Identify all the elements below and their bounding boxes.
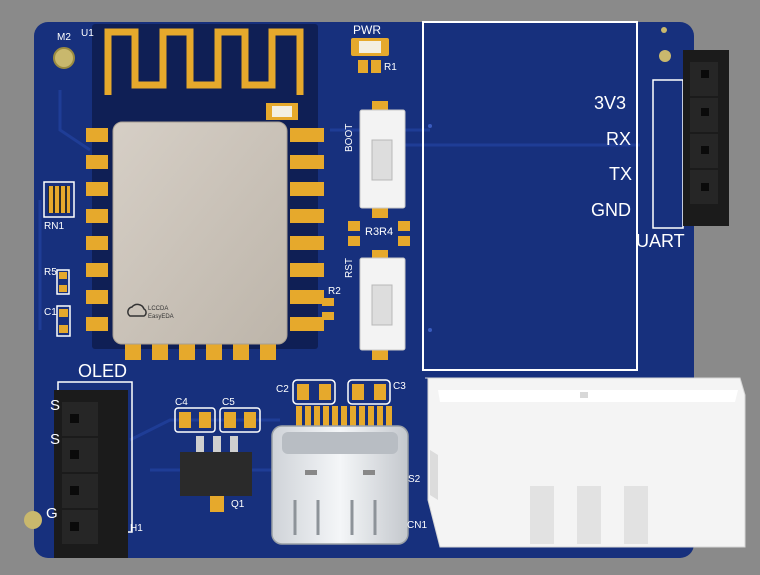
resistor-r2 [322,298,334,306]
uart-label: UART [636,231,685,251]
label-c4: C4 [175,397,188,408]
regulator-q1 [180,436,252,512]
uart-pin-gnd: GND [591,200,631,220]
resistor-network-rn1 [43,181,75,218]
module-pads-bottom [125,340,276,360]
uart-pin-tx: TX [609,164,632,184]
label-r1: R1 [384,62,397,73]
label-pwr: PWR [353,23,381,37]
uart-header[interactable] [652,50,729,229]
rf-shield-can [112,121,288,345]
capacitor-c2 [292,379,336,405]
rst-button[interactable] [359,250,406,360]
capacitor-c1 [56,305,71,337]
label-c1: C1 [44,307,57,318]
label-rn1: RN1 [44,221,64,232]
label-q1: Q1 [231,499,245,510]
label-r5: R5 [44,267,57,278]
capacitor-c5 [219,407,261,433]
label-rst: RST [344,258,355,278]
label-s2: S2 [408,474,421,485]
label-oled-pin-s2: S [50,431,60,448]
label-cn1: CN1 [407,520,427,531]
label-m2: M2 [57,32,71,43]
label-c3: C3 [393,381,406,392]
boot-button[interactable] [359,101,406,218]
module-logo: LCCDA EasyEDA [127,303,174,320]
capacitor-c3 [347,379,391,405]
label-c5: C5 [222,397,235,408]
capacitor-c4 [174,407,216,433]
white-enclosure [425,377,746,548]
label-c2: C2 [276,384,289,395]
label-boot: BOOT [344,124,355,152]
cloud-icon [127,303,147,317]
oled-header[interactable] [54,381,133,558]
uart-pin-3v3: 3V3 [594,93,626,113]
label-u1: U1 [81,28,94,39]
module-pads-right [290,128,324,331]
label-oled-pin-s1: S [50,397,60,414]
mounting-hole-m2 [53,47,75,69]
label-oled-pin-g: G [46,505,58,522]
resistor-r5 [56,269,70,295]
label-r3r4: R3R4 [365,226,393,238]
label-oled: OLED [78,361,127,381]
module-logo-line2: EasyEDA [148,314,174,320]
module-pads-left [86,128,108,331]
label-h1: H1 [130,523,143,534]
relay-module-outline [422,21,638,371]
uart-pin-rx: RX [606,129,631,149]
usb-c-connector[interactable] [271,406,409,545]
resistor-r3-r4 [348,221,410,246]
wifi-antenna-icon [104,28,304,95]
module-logo-line1: LCCDA [148,306,168,312]
label-r2: R2 [328,286,341,297]
